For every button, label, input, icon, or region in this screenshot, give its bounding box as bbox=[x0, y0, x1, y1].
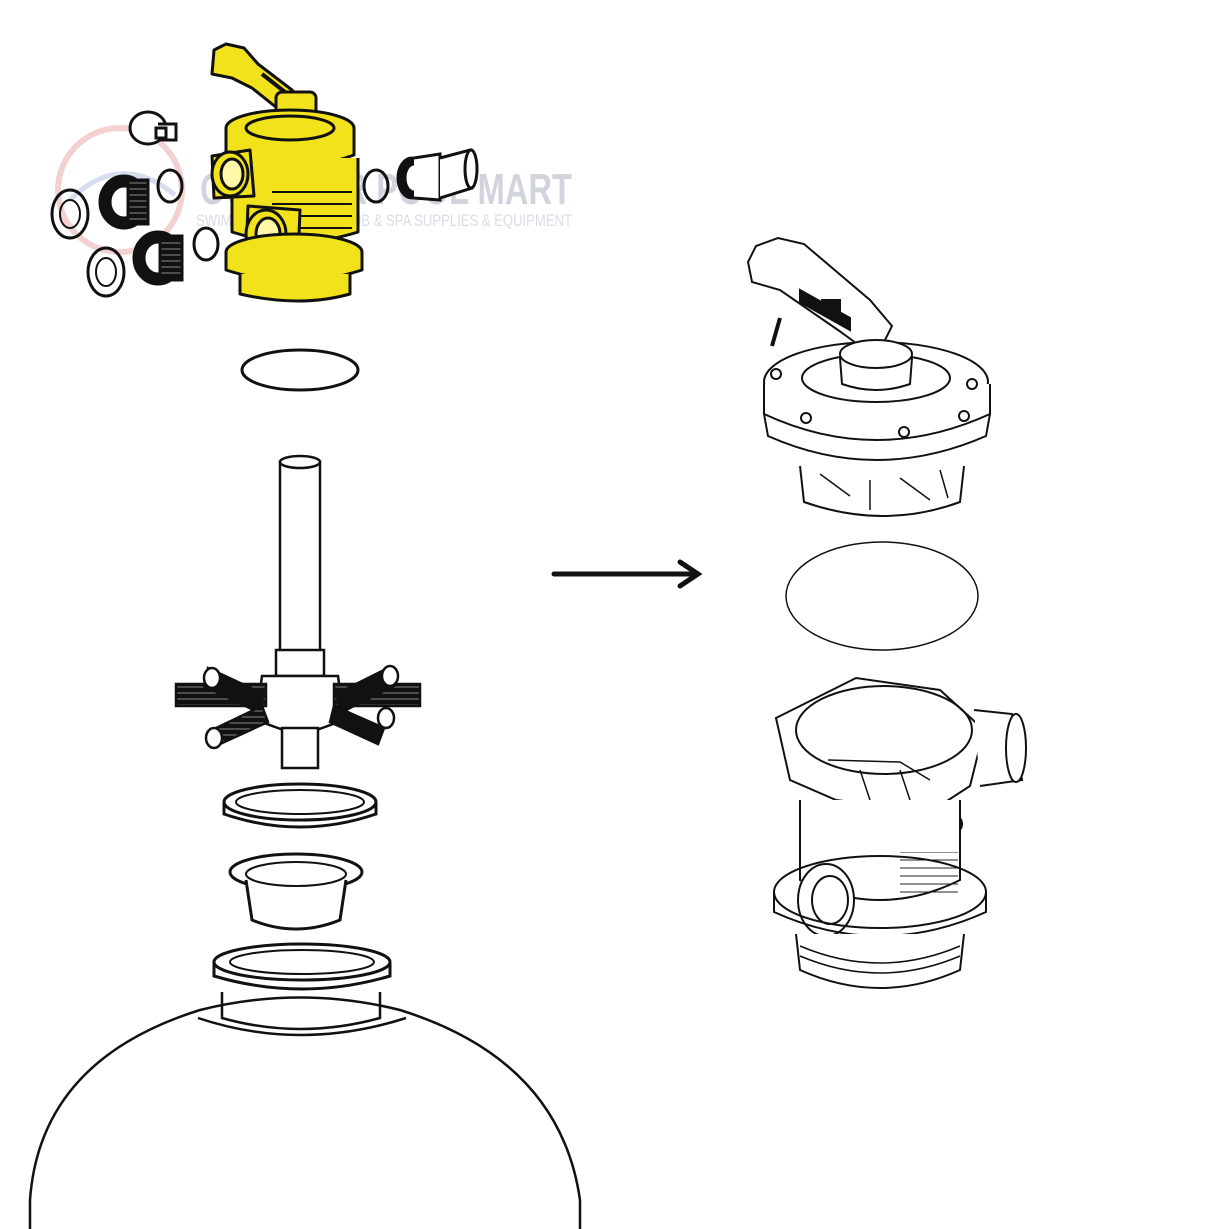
standpipe bbox=[278, 460, 322, 660]
washer-upper bbox=[50, 188, 90, 240]
tank-collar bbox=[222, 782, 378, 829]
valve-key-handle bbox=[746, 236, 894, 348]
cover-gasket bbox=[785, 541, 979, 651]
washer-lower bbox=[86, 246, 126, 298]
filter-tank bbox=[28, 992, 582, 1229]
valve-fittings-left bbox=[50, 110, 220, 298]
hose-adapter bbox=[396, 148, 479, 202]
tank-o-ring bbox=[240, 348, 360, 392]
o-ring-upper bbox=[156, 168, 184, 204]
valve-body bbox=[773, 676, 1027, 989]
valve-cover bbox=[763, 339, 991, 517]
arrow-right-icon bbox=[551, 559, 703, 589]
union-lower bbox=[132, 230, 184, 286]
drain-plug bbox=[128, 110, 178, 146]
diffuser bbox=[228, 852, 364, 931]
laterals bbox=[174, 664, 422, 750]
tank-neck bbox=[212, 942, 392, 991]
multiport-valve-highlighted bbox=[210, 42, 364, 303]
union-upper bbox=[98, 174, 150, 230]
standpipe-assembly bbox=[174, 454, 422, 770]
o-ring-right bbox=[362, 168, 390, 204]
o-ring-lower bbox=[192, 226, 220, 262]
valve-fittings-right bbox=[362, 148, 479, 204]
